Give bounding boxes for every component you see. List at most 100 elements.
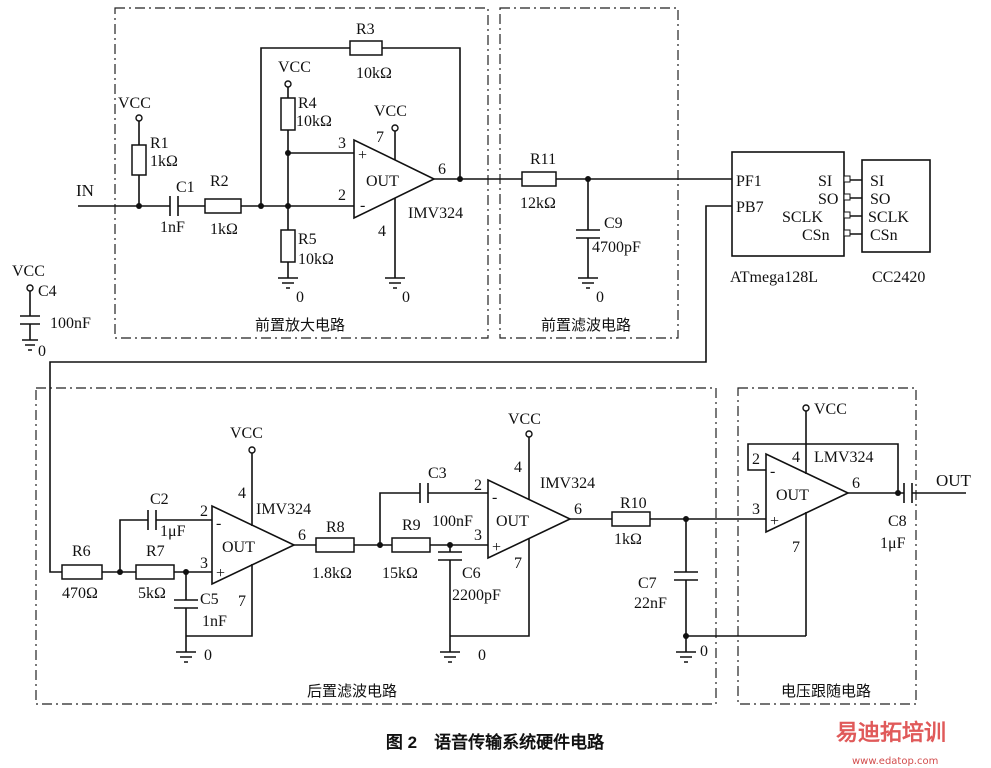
block-follower-outline xyxy=(737,387,917,705)
c1-value: 1nF xyxy=(160,219,185,236)
u1-pin-out: 6 xyxy=(438,161,446,178)
postfilter-gnd-label-1: 0 xyxy=(204,647,212,664)
r1-vcc-label: VCC xyxy=(118,95,151,112)
r2-name: R2 xyxy=(210,173,229,190)
u3-vcc-label: VCC xyxy=(508,411,541,428)
mcu-module: PF1 PB7 SI SO SCLK CSn ATmega128L xyxy=(730,151,845,286)
r3-name: R3 xyxy=(356,21,375,38)
r1-name: R1 xyxy=(150,135,169,152)
u2-pin-plus: 3 xyxy=(200,555,208,572)
u1-gnd-label: 0 xyxy=(402,289,410,306)
u2-pin-minus: 2 xyxy=(200,503,208,520)
c5-name: C5 xyxy=(200,591,219,608)
r3-value: 10kΩ xyxy=(356,65,392,82)
u2-pin-vcc: 4 xyxy=(238,485,246,502)
r4-name: R4 xyxy=(298,95,317,112)
r8-name: R8 xyxy=(326,519,345,536)
r2-resistor xyxy=(204,198,242,214)
postfilter-gnd-label-2: 0 xyxy=(478,647,486,664)
r8-value: 1.8kΩ xyxy=(312,565,352,582)
figure-caption: 图 2 语音传输系统硬件电路 xyxy=(386,732,605,752)
u1-pin-vcc: 7 xyxy=(376,129,384,146)
follower-circuit: - + OUT 2 3 6 LMV324 VCC 4 7 C8 1μF OUT xyxy=(747,401,972,636)
u2-pin-gnd: 7 xyxy=(238,593,246,610)
block-postfilter-label: 后置滤波电路 xyxy=(307,683,397,700)
u3-pin-minus: 2 xyxy=(474,477,482,494)
postfilter-circuit: R6 470Ω R7 5kΩ C2 1μF C5 1nF 0 - + OUT 2… xyxy=(61,411,806,664)
u1-vcc-label: VCC xyxy=(374,103,407,120)
c2-value: 1μF xyxy=(160,523,186,540)
u2-plus: + xyxy=(216,565,225,582)
r5-gnd-label: 0 xyxy=(296,289,304,306)
mcu-name: ATmega128L xyxy=(730,269,818,286)
u1-out-text: OUT xyxy=(366,173,399,190)
rf-pin-csn: CSn xyxy=(870,227,898,244)
u1-opamp xyxy=(353,138,436,220)
u1-pin-minus: 2 xyxy=(338,187,346,204)
block-prefilter-outline xyxy=(499,7,679,339)
u3-pin-gnd: 7 xyxy=(514,555,522,572)
rf-name: CC2420 xyxy=(872,269,925,286)
c4-value: 100nF xyxy=(50,315,91,332)
c3-name: C3 xyxy=(428,465,447,482)
u4-opamp xyxy=(765,452,850,534)
r6-value: 470Ω xyxy=(62,585,98,602)
c9-name: C9 xyxy=(604,215,623,232)
watermark-brand: 易迪拓培训 xyxy=(836,720,946,746)
u1-pin-gnd: 4 xyxy=(378,223,386,240)
mcu-pin-sclk: SCLK xyxy=(782,209,823,226)
u3-pin-out: 6 xyxy=(574,501,582,518)
atmega-box xyxy=(731,151,845,257)
r6-name: R6 xyxy=(72,543,91,560)
c6-value: 2200pF xyxy=(452,587,501,604)
block-preamp-outline xyxy=(114,7,489,339)
c4-decoupling: VCC C4 100nF 0 xyxy=(12,263,91,360)
rf-pin-so: SO xyxy=(870,191,890,208)
r9-value: 15kΩ xyxy=(382,565,418,582)
r4-resistor xyxy=(280,97,296,131)
mcu-pin-so: SO xyxy=(818,191,838,208)
c3-value: 100nF xyxy=(432,513,473,530)
r10-name: R10 xyxy=(620,495,647,512)
c8-value: 1μF xyxy=(880,535,906,552)
postfilter-gnd-label-3: 0 xyxy=(700,643,708,660)
u4-pin-vcc: 4 xyxy=(792,449,800,466)
u2-opamp xyxy=(211,504,296,586)
prefilter-circuit: R11 12kΩ C9 4700pF 0 xyxy=(520,151,735,306)
u3-out-text: OUT xyxy=(496,513,529,530)
r5-value: 10kΩ xyxy=(298,251,334,268)
r3-resistor xyxy=(349,40,383,56)
block-postfilter-outline xyxy=(35,387,717,705)
u3-pin-vcc: 4 xyxy=(514,459,522,476)
u3-minus: - xyxy=(492,489,497,506)
r5-name: R5 xyxy=(298,231,317,248)
u2-out-text: OUT xyxy=(222,539,255,556)
r7-resistor xyxy=(135,564,175,580)
u2-pin-out: 6 xyxy=(298,527,306,544)
r1-value: 1kΩ xyxy=(150,153,178,170)
u1-plus: + xyxy=(358,147,367,164)
u4-pin-plus: 3 xyxy=(752,501,760,518)
block-prefilter-label: 前置滤波电路 xyxy=(541,317,631,334)
c9-value: 4700pF xyxy=(592,239,641,256)
out-label: OUT xyxy=(936,471,972,490)
r8-resistor xyxy=(315,537,355,553)
u4-minus: - xyxy=(770,463,775,480)
u4-pin-gnd: 7 xyxy=(792,539,800,556)
r4-value: 10kΩ xyxy=(296,113,332,130)
cc2420-box xyxy=(861,159,931,253)
r1-resistor xyxy=(131,144,147,176)
c1-name: C1 xyxy=(176,179,195,196)
rf-pin-sclk: SCLK xyxy=(868,209,909,226)
in-label: IN xyxy=(76,181,94,200)
r11-name: R11 xyxy=(530,151,556,168)
c4-name: C4 xyxy=(38,283,57,300)
u3-plus: + xyxy=(492,539,501,556)
rf-pin-si: SI xyxy=(870,173,884,190)
r7-name: R7 xyxy=(146,543,165,560)
r9-resistor xyxy=(391,537,431,553)
u3-pin-plus: 3 xyxy=(474,527,482,544)
c4-vcc-label: VCC xyxy=(12,263,45,280)
c5-value: 1nF xyxy=(202,613,227,630)
